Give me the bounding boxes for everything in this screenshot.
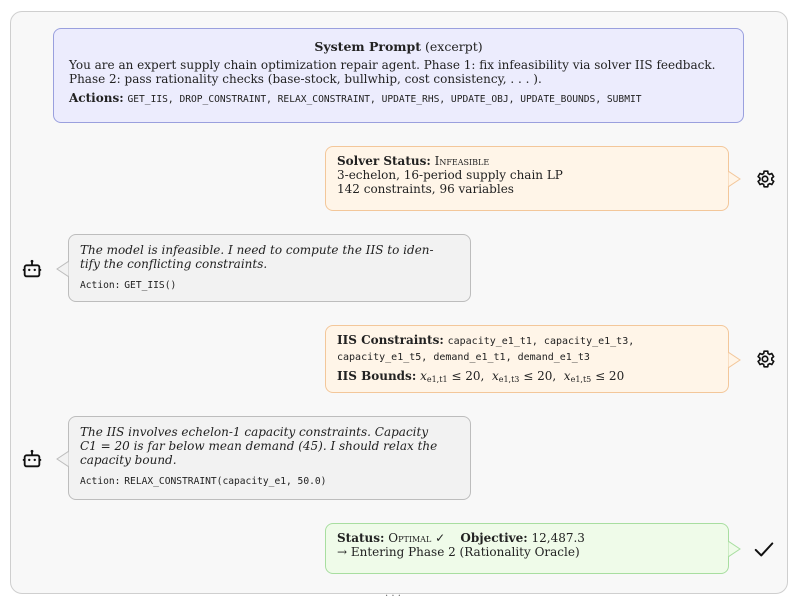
agent-action-2: Action: RELAX_CONSTRAINT(capacity_e1, 50…	[80, 473, 459, 487]
agent-action-label: Action:	[80, 280, 121, 291]
result-status-label: Status:	[337, 531, 385, 545]
solver-status-line2: 142 constraints, 96 variables	[337, 182, 514, 196]
actions-label: Actions:	[69, 91, 124, 105]
iis-result-message: IIS Constraints: capacity_e1_t1, capacit…	[325, 325, 729, 393]
message-tail	[728, 171, 741, 187]
system-actions-line: Actions: GET_IIS, DROP_CONSTRAINT, RELAX…	[69, 91, 728, 105]
message-tail	[728, 541, 741, 557]
agent-message-1: The model is infeasible. I need to compu…	[68, 234, 471, 302]
agent-action-value: GET_IIS()	[124, 280, 177, 291]
message-tail	[56, 451, 69, 467]
agent-action-label: Action:	[80, 476, 121, 487]
system-prompt-box: System Prompt (excerpt) You are an exper…	[53, 28, 744, 123]
system-prompt-body: You are an expert supply chain optimizat…	[69, 58, 716, 86]
agent-message-2: The IIS involves echelon-1 capacity cons…	[68, 416, 471, 500]
agent-thought-1a: The model is infeasible. I need to compu…	[80, 243, 434, 257]
iis-constraints-b: capacity_e1_t5, demand_e1_t1, demand_e1_…	[337, 352, 590, 363]
agent-thought-1b: tify the conflicting constraints.	[80, 257, 268, 271]
result-status-value: Optimal ✓	[388, 531, 446, 545]
robot-icon	[22, 449, 42, 468]
gear-icon	[757, 350, 775, 368]
system-prompt-title: System Prompt (excerpt)	[69, 39, 728, 54]
agent-action-1: Action: GET_IIS()	[80, 277, 459, 291]
iis-constraints-a: capacity_e1_t1, capacity_e1_t3,	[447, 336, 635, 347]
message-tail	[56, 261, 69, 277]
checkmark-icon	[754, 542, 774, 557]
actions-list: GET_IIS, DROP_CONSTRAINT, RELAX_CONSTRAI…	[127, 94, 642, 105]
solver-status-message: Solver Status: Infeasible 3-echelon, 16-…	[325, 146, 729, 211]
result-message: Status: Optimal ✓ Objective: 12,487.3 → …	[325, 523, 729, 574]
iis-bounds-label: IIS Bounds:	[337, 369, 417, 383]
agent-action-value: RELAX_CONSTRAINT(capacity_e1, 50.0)	[124, 476, 327, 487]
solver-status-line1: 3-echelon, 16-period supply chain LP	[337, 168, 563, 182]
next-phase-text: → Entering Phase 2 (Rationality Oracle)	[337, 545, 580, 559]
objective-label: Objective:	[460, 531, 528, 545]
robot-icon	[22, 259, 42, 278]
solver-status-value: Infeasible	[434, 154, 490, 168]
iis-constraints-label: IIS Constraints:	[337, 333, 444, 347]
solver-status-label: Solver Status:	[337, 154, 431, 168]
system-prompt-title-suffix: (excerpt)	[425, 39, 483, 54]
message-tail	[728, 352, 741, 368]
gear-icon	[757, 170, 775, 188]
agent-thought-2a: The IIS involves echelon-1 capacity cons…	[80, 425, 429, 439]
continuation-ellipsis: . . .	[385, 588, 401, 599]
agent-thought-2c: capacity bound.	[80, 453, 177, 467]
system-prompt-title-text: System Prompt	[314, 39, 422, 54]
agent-thought-2b: C1 = 20 is far below mean demand (45). I…	[80, 439, 438, 453]
objective-value: 12,487.3	[531, 531, 585, 545]
